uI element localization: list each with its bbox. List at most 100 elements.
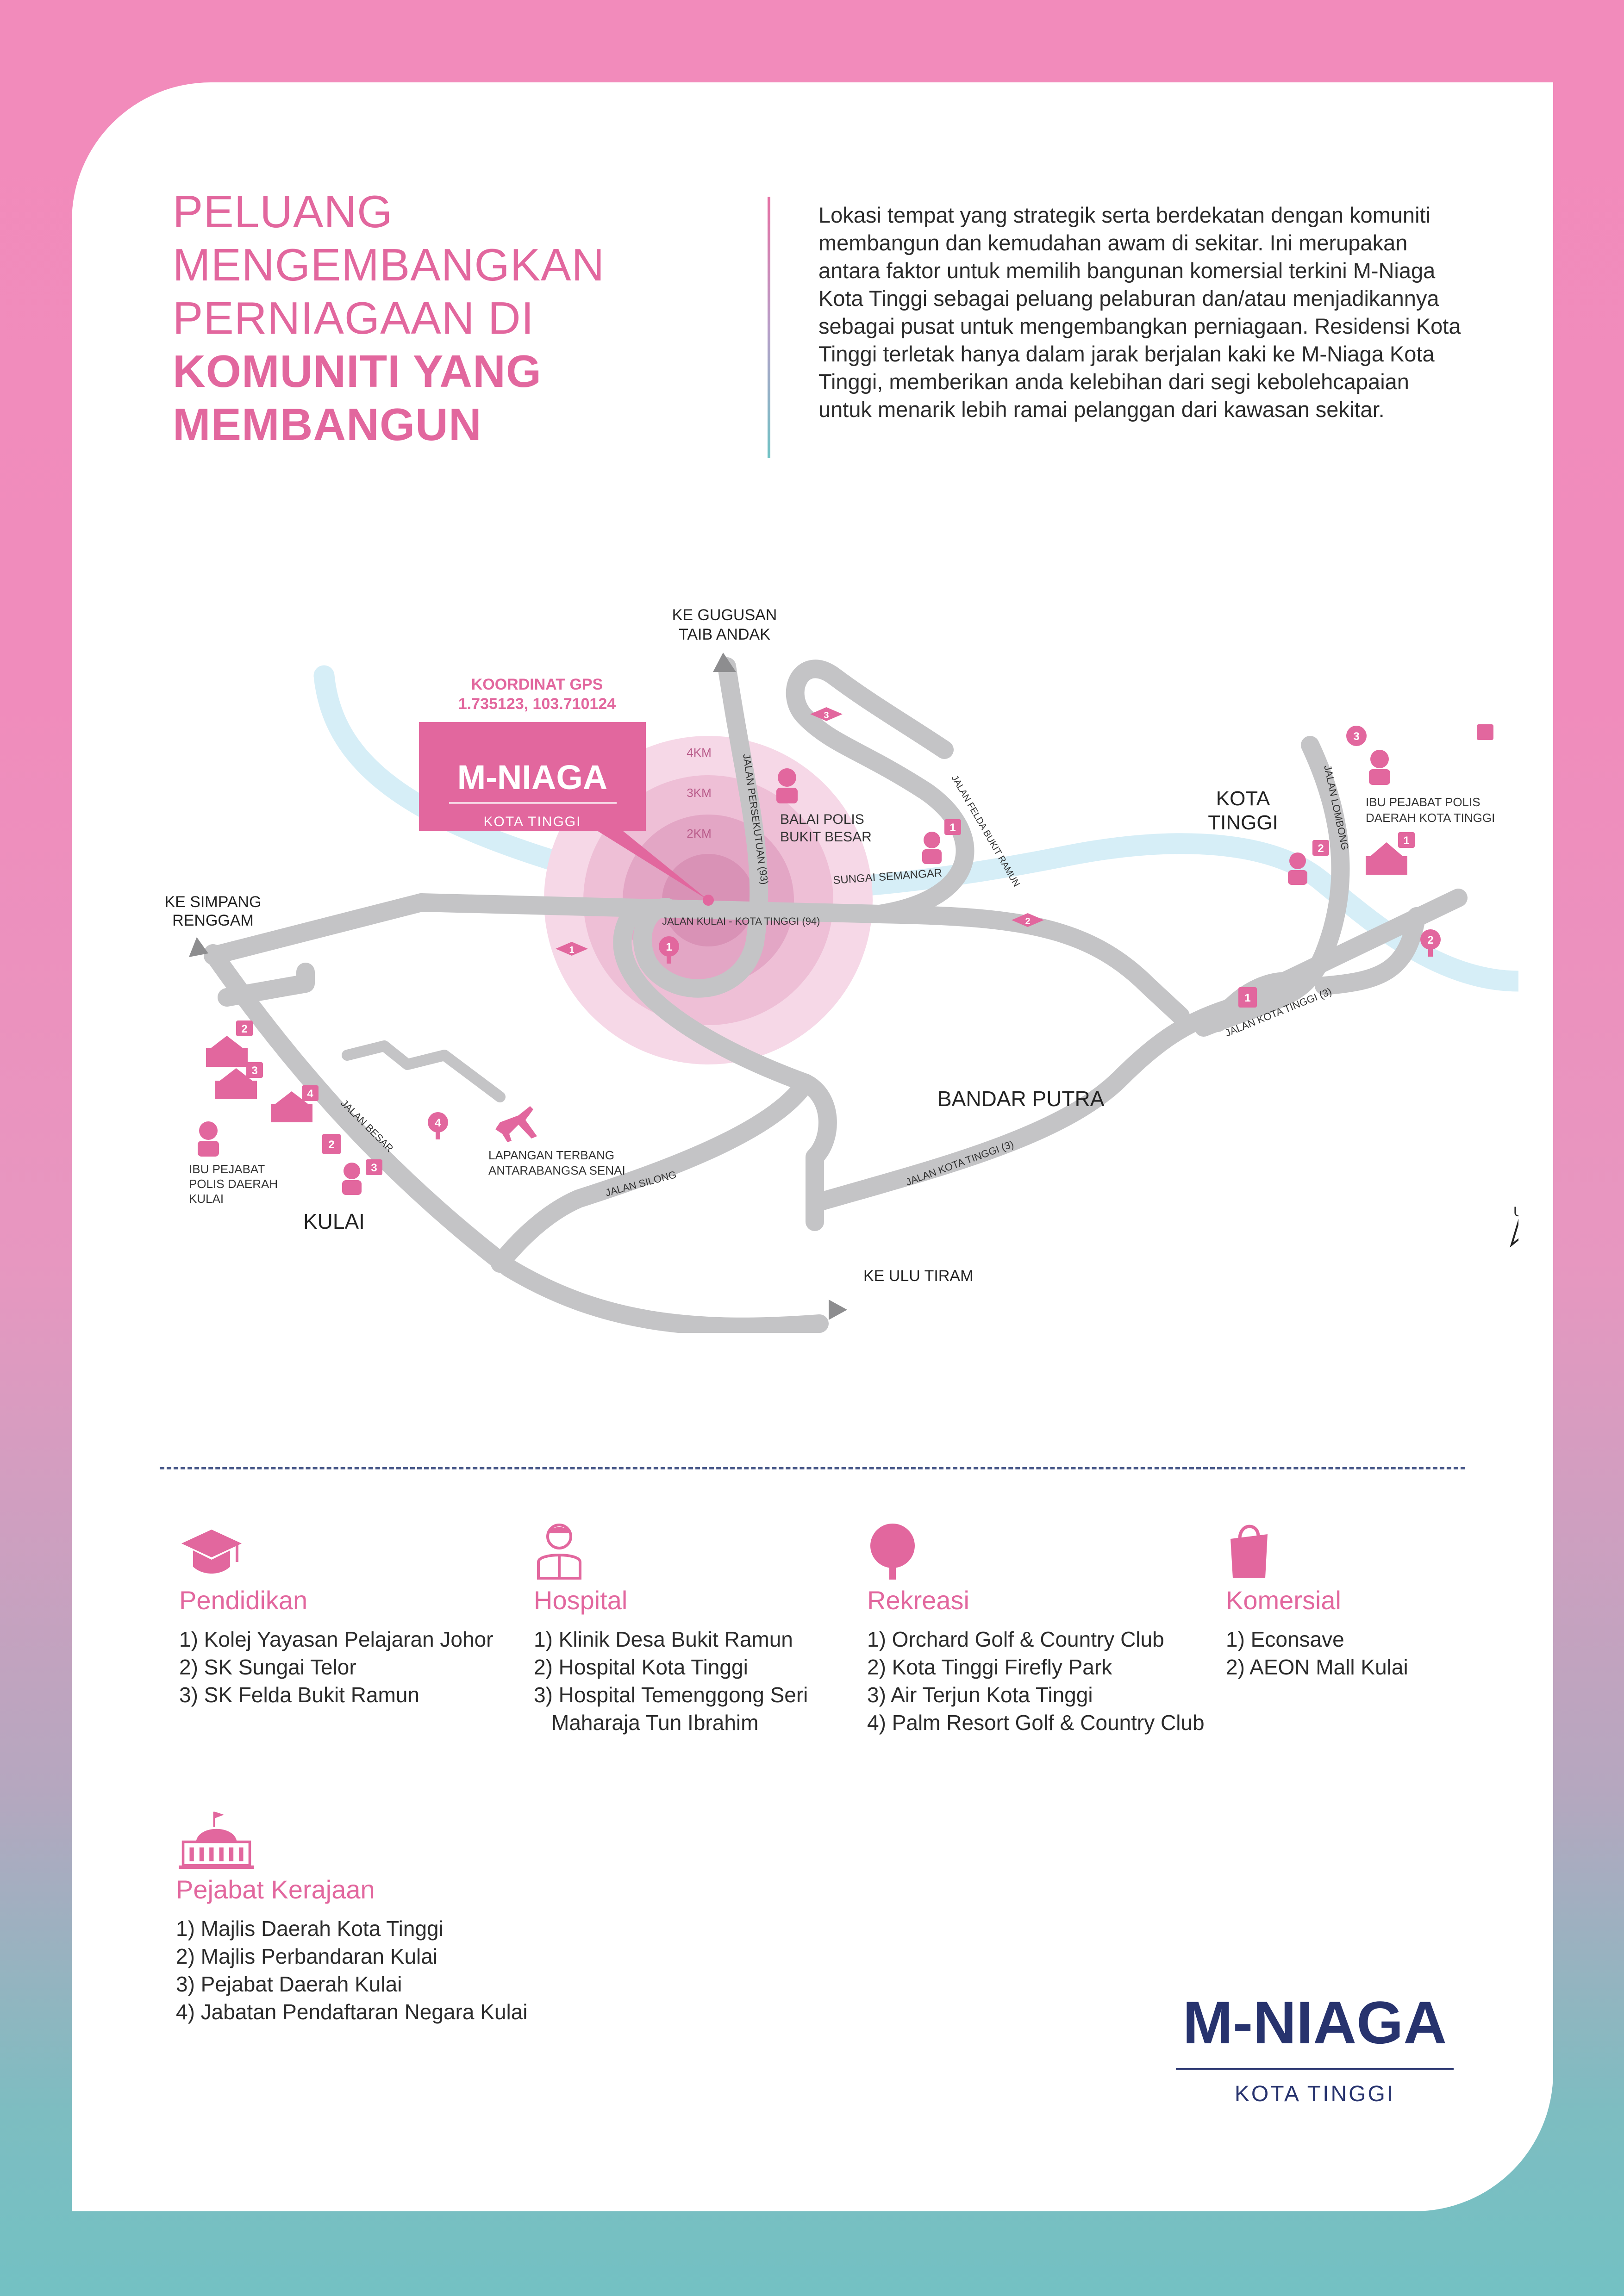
marker-number: 3 (824, 710, 829, 721)
list-item: 3) SK Felda Bukit Ramun (179, 1683, 420, 1707)
label-jalan-kota-tinggi-b: JALAN KOTA TINGGI (3) (904, 1138, 1015, 1188)
marker-number: 2 (1318, 842, 1324, 855)
graduation-cap-icon (810, 707, 843, 721)
graduation-cap-icon (556, 942, 588, 956)
marker-number: 3 (1353, 730, 1359, 743)
tree-icon (659, 936, 679, 957)
list-item-continuation: Maharaja Tun Ibrahim (551, 1711, 759, 1735)
gps-label: KOORDINAT GPS (471, 676, 603, 693)
radius-label-4km: 4KM (687, 746, 711, 759)
marker-number: 1 (949, 821, 956, 834)
doctor-icon (537, 1524, 581, 1580)
gps-callout-box (419, 722, 708, 900)
poi-markers (198, 707, 1493, 1195)
road-network (204, 657, 1468, 1333)
divider-line (768, 197, 770, 458)
list-item: 1) Orchard Golf & Country Club (867, 1627, 1164, 1651)
marker-number: 2 (1025, 916, 1030, 927)
radius-label-2km: 2KM (687, 827, 711, 840)
arrow-west (189, 937, 208, 957)
category-pejabat-kerajaan: Pejabat Kerajaan 1) Majlis Daerah Kota T… (176, 1810, 593, 2026)
doctor-icon (1289, 852, 1306, 869)
category-list: 1) Econsave 2) AEON Mall Kulai (1226, 1625, 1504, 1681)
government-building-icon (179, 1811, 254, 1869)
marker-number: 1 (666, 941, 672, 953)
bag-icon (322, 1134, 341, 1154)
doctor-icon (924, 832, 940, 848)
marker-number: 2 (328, 1139, 334, 1151)
police-icon (778, 768, 796, 787)
graduation-cap-icon (181, 1530, 242, 1574)
heading-line-3: PERNIAGAAN DI (173, 292, 534, 343)
list-item: 1) Majlis Daerah Kota Tinggi (176, 1916, 443, 1941)
list-item: 2) Kota Tinggi Firefly Park (867, 1655, 1112, 1679)
graduation-cap-icon (1012, 913, 1044, 927)
list-item: 2) SK Sungai Telor (179, 1655, 356, 1679)
callout-sub: KOTA TINGGI (484, 814, 581, 829)
intro-paragraph: Lokasi tempat yang strategik serta berde… (818, 203, 1461, 422)
shopping-bag-icon (1230, 1524, 1268, 1578)
marker-number: 2 (1427, 934, 1433, 946)
category-pendidikan: Pendidikan 1) Kolej Yayasan Pelajaran Jo… (179, 1520, 503, 1709)
marker-number: 3 (251, 1064, 257, 1077)
location-map: KOORDINAT GPS 1.735123, 103.710124 M-NIA… (164, 606, 1518, 1333)
label-senai: ANTARABANGSA SENAI (488, 1164, 625, 1177)
list-item: 1) Econsave (1226, 1627, 1344, 1651)
list-item: 1) Kolej Yayasan Pelajaran Johor (179, 1627, 493, 1651)
label-jalan-kulai: JALAN KULAI - KOTA TINGGI (94) (662, 915, 820, 927)
label-ke-ulu-tiram: KE ULU TIRAM (863, 1267, 973, 1285)
poi-marker-numbers: 1 2 1 3 3 2 3 4 1 4 2 3 2 1 1 2 (241, 710, 1433, 1174)
airplane-icon (495, 1106, 537, 1142)
label-bukit-besar: BUKIT BESAR (780, 829, 872, 845)
list-item: 3) Pejabat Daerah Kulai (176, 1972, 402, 1996)
list-item: 2) Hospital Kota Tinggi (534, 1655, 748, 1679)
heading-line-5: MEMBANGUN (173, 399, 482, 450)
north-label: U (1513, 1204, 1518, 1220)
marker-number: 2 (241, 1023, 247, 1035)
category-title: Rekreasi (867, 1586, 969, 1615)
list-item: 1) Klinik Desa Bukit Ramun (534, 1627, 793, 1651)
category-title: Pejabat Kerajaan (176, 1875, 375, 1904)
list-item: 4) Palm Resort Golf & Country Club (867, 1711, 1205, 1735)
doctor-icon (344, 1163, 360, 1179)
label-ibu-pejabat-kt: IBU PEJABAT POLIS (1366, 795, 1480, 809)
category-list: 1) Klinik Desa Bukit Ramun 2) Hospital K… (534, 1625, 858, 1736)
label-bandar-putra: BANDAR PUTRA (937, 1087, 1105, 1111)
category-rekreasi: Rekreasi 1) Orchard Golf & Country Club … (867, 1520, 1237, 1736)
category-hospital: Hospital 1) Klinik Desa Bukit Ramun 2) H… (534, 1520, 858, 1736)
heading-line-4: KOMUNITI YANG (173, 346, 542, 397)
list-item: 4) Jabatan Pendaftaran Negara Kulai (176, 2000, 528, 2024)
government-building-icon (1366, 856, 1407, 875)
government-building-icon (215, 1081, 257, 1099)
label-ke-gugusan: KE GUGUSAN (672, 606, 777, 624)
category-title: Hospital (534, 1586, 628, 1615)
label-renggam: RENGGAM (172, 912, 254, 929)
category-title: Pendidikan (179, 1586, 308, 1615)
gps-value: 1.735123, 103.710124 (458, 695, 616, 713)
category-list: 1) Majlis Daerah Kota Tinggi 2) Majlis P… (176, 1915, 593, 2026)
radius-label-3km: 3KM (687, 786, 711, 800)
police-icon (199, 1121, 218, 1140)
label-polis-daerah: POLIS DAERAH (189, 1177, 278, 1191)
category-list: 1) Orchard Golf & Country Club 2) Kota T… (867, 1625, 1237, 1736)
logo-brand: M-NIAGA (1183, 1989, 1447, 2056)
logo-sub: KOTA TINGGI (1235, 2082, 1395, 2106)
heading-line-1: PELUANG (173, 186, 393, 237)
label-ke-simpang: KE SIMPANG (164, 893, 261, 911)
bag-icon (1238, 987, 1257, 1008)
callout-brand: M-NIAGA (457, 758, 608, 796)
compass-icon (1510, 1219, 1518, 1248)
page-heading: PELUANG MENGEMBANGKAN PERNIAGAAN DI KOMU… (173, 185, 728, 451)
tree-icon (870, 1524, 915, 1580)
category-komersial: Komersial 1) Econsave 2) AEON Mall Kulai (1226, 1520, 1504, 1681)
heading-line-2: MENGEMBANGKAN (173, 239, 605, 290)
list-item: 3) Air Terjun Kota Tinggi (867, 1683, 1093, 1707)
gps-pin (703, 895, 714, 906)
category-list: 1) Kolej Yayasan Pelajaran Johor 2) SK S… (179, 1625, 503, 1709)
marker-number: 1 (1244, 992, 1250, 1004)
m-niaga-logo: M-NIAGA KOTA TINGGI (1176, 1989, 1454, 2106)
label-balai-polis: BALAI POLIS (780, 812, 864, 827)
label-tinggi: TINGGI (1208, 811, 1278, 834)
police-icon (1370, 750, 1389, 768)
